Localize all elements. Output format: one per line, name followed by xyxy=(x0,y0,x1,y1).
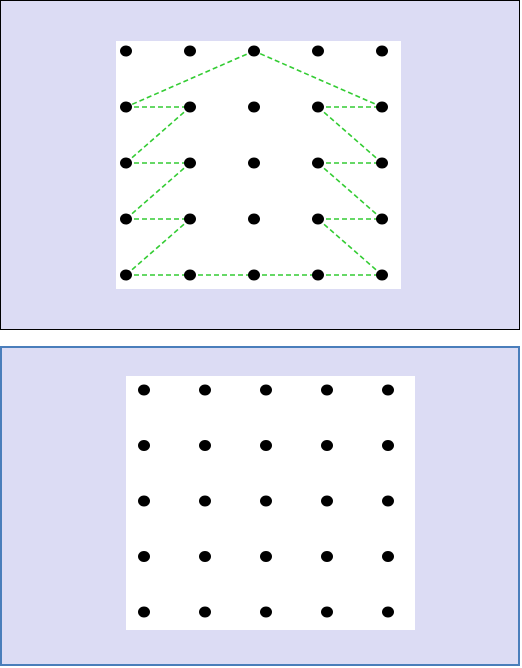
grid-dot xyxy=(184,269,196,281)
grid-dot xyxy=(321,495,333,507)
grid-dot xyxy=(260,440,272,451)
bottom-dot-grid xyxy=(138,384,394,618)
dashed-segment xyxy=(317,106,383,164)
grid-dot xyxy=(248,45,260,57)
grid-dot xyxy=(184,157,196,169)
dashed-segment xyxy=(125,218,191,276)
dashed-segment xyxy=(125,162,191,220)
grid-dot xyxy=(120,45,132,57)
grid-dot xyxy=(248,213,260,225)
grid-dot xyxy=(138,384,150,396)
grid-dot xyxy=(248,269,260,281)
grid-dot xyxy=(382,551,394,562)
grid-dot xyxy=(321,606,333,618)
grid-dot xyxy=(312,213,324,225)
dashed-segment xyxy=(253,50,383,108)
grid-dot xyxy=(248,101,260,113)
grid-dot xyxy=(312,101,324,113)
grid-dot xyxy=(260,606,272,618)
grid-dot xyxy=(199,495,211,507)
grid-dot xyxy=(199,551,211,562)
grid-dot xyxy=(184,101,196,113)
dashed-segment xyxy=(317,218,383,276)
grid-dot xyxy=(138,440,150,451)
grid-dot xyxy=(382,384,394,396)
grid-dot xyxy=(199,384,211,396)
grid-dot xyxy=(199,440,211,451)
grid-dot xyxy=(184,213,196,225)
grid-dot xyxy=(312,157,324,169)
grid-dot xyxy=(120,213,132,225)
grid-dot xyxy=(120,101,132,113)
bottom-panel xyxy=(0,346,520,666)
grid-dot xyxy=(260,495,272,507)
grid-dot xyxy=(138,606,150,618)
grid-dot xyxy=(321,384,333,396)
grid-dot xyxy=(376,213,388,225)
grid-dot xyxy=(184,45,196,57)
grid-dot xyxy=(376,101,388,113)
grid-dot xyxy=(376,157,388,169)
top-dot-board xyxy=(116,41,401,289)
grid-dot xyxy=(138,551,150,562)
dashed-segment xyxy=(317,162,383,220)
grid-dot xyxy=(260,551,272,562)
grid-dot xyxy=(312,45,324,57)
grid-dot xyxy=(376,45,388,57)
grid-dot xyxy=(138,495,150,507)
grid-dot xyxy=(120,157,132,169)
grid-dot xyxy=(321,551,333,562)
grid-dot xyxy=(248,157,260,169)
top-panel xyxy=(0,0,520,330)
grid-dot xyxy=(321,440,333,451)
grid-dot xyxy=(382,440,394,451)
top-dot-grid xyxy=(120,45,388,281)
grid-dot xyxy=(312,269,324,281)
dashed-segment xyxy=(125,106,191,164)
grid-dot xyxy=(382,495,394,507)
grid-dot xyxy=(260,384,272,396)
grid-dot xyxy=(199,606,211,618)
bottom-dot-board xyxy=(126,376,415,630)
grid-dot xyxy=(120,269,132,281)
grid-dot xyxy=(376,269,388,281)
dashed-segment xyxy=(125,50,255,108)
grid-dot xyxy=(382,606,394,618)
